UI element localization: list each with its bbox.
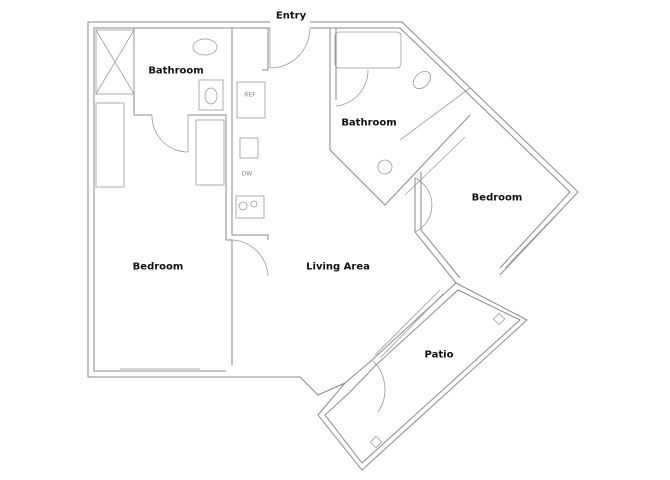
room-label-bedroom-right: Bedroom	[471, 192, 523, 204]
exterior-walls	[87, 21, 579, 396]
room-label-patio: Patio	[424, 349, 454, 361]
dishwasher-label: DW	[241, 170, 253, 178]
patio-walls	[317, 282, 528, 471]
refrigerator-label: REF	[244, 91, 256, 99]
room-label-entry: Entry	[275, 10, 307, 22]
room-label-bathroom-left: Bathroom	[148, 65, 204, 77]
room-label-bathroom-right: Bathroom	[341, 117, 397, 129]
fixtures	[95, 29, 556, 370]
interior-walls	[133, 27, 471, 365]
room-label-bedroom-left: Bedroom	[132, 261, 184, 273]
room-label-living-area: Living Area	[306, 261, 370, 273]
